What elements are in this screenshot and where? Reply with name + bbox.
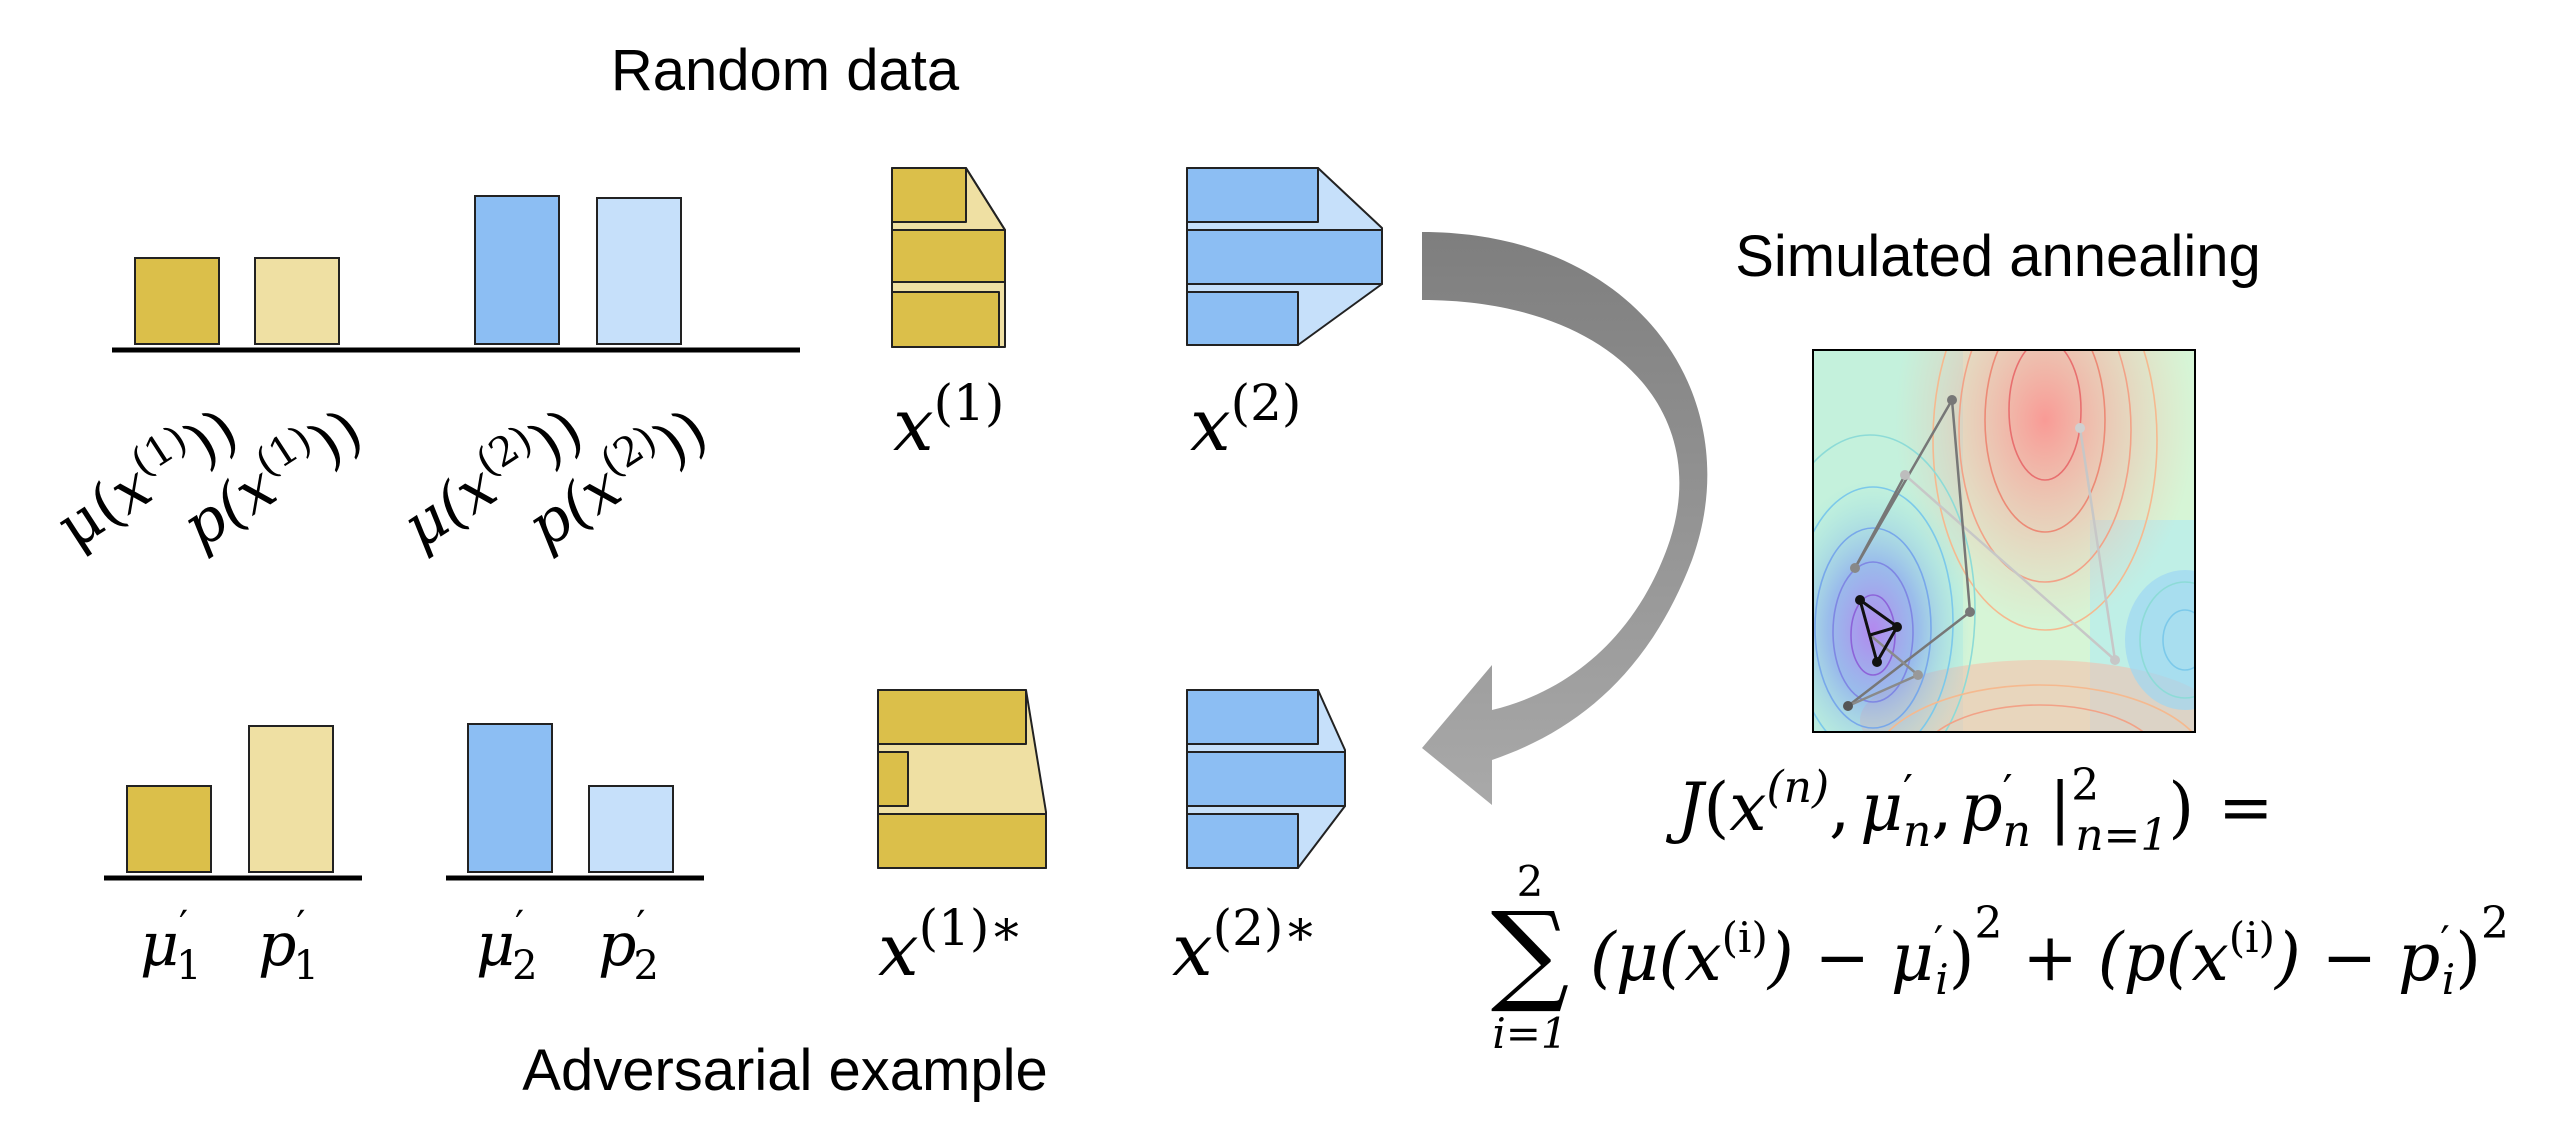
bar-p-x1 — [254, 257, 340, 345]
adversarial-bars — [104, 723, 704, 881]
adversarial-example-title: Adversarial example — [522, 1038, 1047, 1103]
doc-x2-star-icon — [1186, 689, 1346, 869]
bar-mu2-prime — [467, 723, 553, 873]
label-p1-prime: p′1 — [258, 903, 319, 989]
bar-mu-x2 — [474, 195, 560, 345]
bar-p-x2 — [596, 197, 682, 345]
formula-sum-bottom: i=1 — [1492, 1009, 1567, 1058]
formula-line-2: 2 ∑ i=1 (μ(x(i)) − μ′i)2+(p(x(i)) − p′i)… — [1491, 857, 2509, 1058]
label-p2-prime: p′2 — [598, 903, 659, 989]
random-data-title: Random data — [611, 38, 960, 103]
bar-mu1-prime — [126, 785, 212, 873]
bar-mu-x1 — [134, 257, 220, 345]
label-mu1-prime: μ′1 — [140, 903, 202, 989]
curved-arrow — [1422, 232, 1708, 805]
label-mu2-prime: μ′2 — [476, 903, 538, 989]
simulated-annealing-title: Simulated annealing — [1735, 224, 2261, 289]
doc-x1-star-icon — [877, 689, 1047, 869]
random-data-bars — [112, 195, 800, 353]
doc-x2-star-label: x(2)∗ — [1172, 899, 1317, 992]
doc-x1-label: x(1) — [893, 374, 1004, 467]
formula-sum-symbol: ∑ — [1491, 888, 1570, 1016]
doc-x2-icon — [1186, 167, 1383, 346]
bar-p2-prime — [588, 785, 674, 873]
energy-landscape — [1812, 349, 2196, 733]
doc-x1-star-label: x(1)∗ — [878, 899, 1023, 992]
doc-x2-label: x(2) — [1190, 374, 1301, 467]
doc-x1-icon — [891, 167, 1006, 348]
formula-terms: (μ(x(i)) − μ′i)2+(p(x(i)) − p′i)2 — [1590, 898, 2509, 1004]
formula-sum-top: 2 — [1517, 857, 1544, 906]
bar-p1-prime — [248, 725, 334, 873]
